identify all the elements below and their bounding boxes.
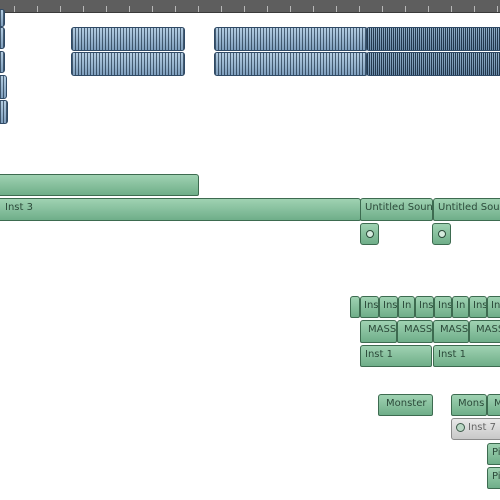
ruler-tick — [336, 6, 337, 12]
region-label: In — [402, 300, 412, 311]
audio-region-stub[interactable] — [0, 75, 7, 99]
midi-region[interactable] — [350, 296, 360, 318]
ruler-tick — [60, 6, 61, 12]
region-label: Untitled Soun — [438, 202, 500, 213]
region-label: MASS — [368, 324, 397, 335]
region-label: Inst 3 — [5, 202, 33, 213]
audio-region-stub[interactable] — [0, 100, 8, 124]
midi-region-ins[interactable]: In — [398, 296, 415, 318]
midi-region-mass[interactable]: MASS — [397, 320, 433, 343]
midi-region-pi[interactable]: Pi — [487, 467, 500, 489]
audio-region[interactable] — [214, 27, 368, 51]
midi-region-untitled-sound[interactable]: Untitled Soun — [433, 198, 500, 221]
midi-region-ins[interactable]: Ins — [415, 296, 434, 318]
midi-region-ins[interactable]: Ins — [434, 296, 452, 318]
small-region[interactable] — [360, 223, 379, 245]
region-label: Monster — [386, 398, 427, 409]
audio-region[interactable] — [366, 27, 500, 51]
ruler-tick — [106, 6, 107, 12]
region-label: Ins — [383, 300, 398, 311]
region-label: Inst 1 — [438, 349, 466, 360]
midi-region-mass[interactable]: MASS — [469, 320, 500, 343]
midi-region-inst1[interactable]: Inst 1 — [360, 345, 432, 367]
region-label: In — [491, 300, 500, 311]
midi-region-ins[interactable]: Ins — [469, 296, 487, 318]
ruler-tick — [198, 6, 199, 12]
record-lamp-icon — [456, 423, 465, 432]
region-label: Ins — [438, 300, 452, 311]
audio-region-stub[interactable] — [0, 27, 5, 49]
ruler-tick — [14, 6, 15, 12]
midi-region-mass[interactable]: MASS — [433, 320, 469, 343]
small-region[interactable] — [432, 223, 451, 245]
audio-region[interactable] — [366, 52, 500, 76]
region-label: Inst 7 — [468, 422, 496, 433]
midi-region-mass[interactable]: MASS — [360, 320, 397, 343]
midi-region-pi[interactable]: Pi — [487, 443, 500, 465]
ruler-tick — [267, 6, 268, 12]
ruler-tick — [221, 6, 222, 12]
region-label: Ins — [473, 300, 487, 311]
region-label: Pi — [492, 447, 500, 458]
midi-region-untitled-sound[interactable]: Untitled Soun — [360, 198, 433, 221]
midi-region-monster[interactable]: Mons — [451, 394, 487, 416]
region-label: Ins — [419, 300, 434, 311]
midi-region-inst3[interactable]: Inst 3 — [0, 198, 361, 221]
ruler-tick — [497, 6, 498, 12]
ruler-tick — [152, 6, 153, 12]
midi-region[interactable] — [0, 174, 199, 196]
midi-region-ins[interactable]: Ins — [379, 296, 398, 318]
ruler-tick — [313, 6, 314, 12]
timeline-ruler[interactable] — [0, 0, 500, 13]
audio-region[interactable] — [71, 52, 185, 76]
audio-region[interactable] — [214, 52, 368, 76]
midi-region-inst1[interactable]: Inst 1 — [433, 345, 500, 367]
ruler-tick — [175, 6, 176, 12]
region-label: Mons — [458, 398, 485, 409]
region-label: In — [456, 300, 466, 311]
ruler-tick — [428, 6, 429, 12]
midi-region-monster[interactable]: Monster — [378, 394, 433, 416]
midi-region-monster[interactable]: M — [487, 394, 500, 416]
region-label: M — [494, 398, 500, 409]
midi-region-inst7[interactable]: Inst 7 — [451, 418, 500, 440]
ruler-tick — [37, 6, 38, 12]
audio-region-stub[interactable] — [0, 9, 5, 27]
ruler-tick — [290, 6, 291, 12]
ruler-tick — [405, 6, 406, 12]
ruler-tick — [451, 6, 452, 12]
midi-region-ins[interactable]: Ins — [360, 296, 379, 318]
audio-region[interactable] — [71, 27, 185, 51]
ruler-tick — [474, 6, 475, 12]
ruler-tick — [244, 6, 245, 12]
region-label: MASS — [404, 324, 433, 335]
region-label: Untitled Soun — [365, 202, 433, 213]
region-label: MASS — [440, 324, 469, 335]
region-label: Ins — [364, 300, 379, 311]
region-label: Inst 1 — [365, 349, 393, 360]
ruler-tick — [359, 6, 360, 12]
ruler-tick — [83, 6, 84, 12]
ruler-tick — [129, 6, 130, 12]
region-label: MASS — [476, 324, 500, 335]
ruler-tick — [382, 6, 383, 12]
midi-region-ins[interactable]: In — [487, 296, 500, 318]
audio-region-stub[interactable] — [0, 51, 5, 73]
region-label: Pi — [492, 471, 500, 482]
midi-region-ins[interactable]: In — [452, 296, 469, 318]
